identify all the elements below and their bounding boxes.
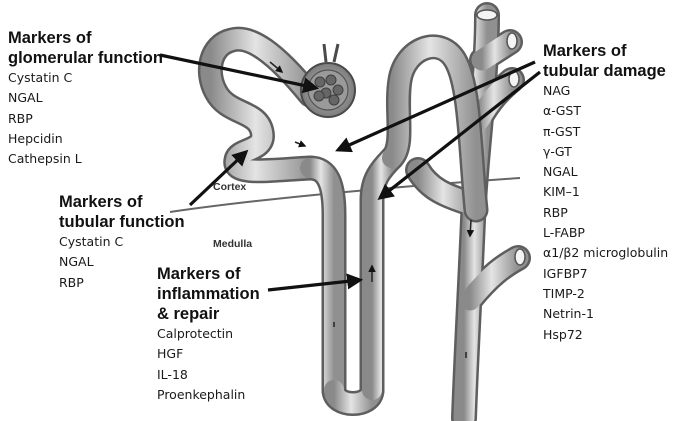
glomerular-marker: RBP [8, 109, 163, 129]
tubular-damage-callout-arrow-1 [338, 62, 535, 150]
inflammation-marker: HGF [157, 344, 260, 364]
glomerular-function-group: Markers of glomerular function Cystatin … [8, 28, 163, 169]
tubular-damage-marker: NAG [543, 81, 668, 101]
inflammation-heading-line-2: inflammation [157, 284, 260, 304]
inflammation-repair-group: Markers of inflammation & repair Calprot… [157, 264, 260, 405]
inflammation-marker: Proenkephalin [157, 385, 260, 405]
tubular-damage-marker: α-GST [543, 101, 668, 121]
glomerular-marker: Cathepsin L [8, 149, 163, 169]
tubular-damage-marker: π-GST [543, 122, 668, 142]
inflammation-heading-line-1: Markers of [157, 264, 260, 284]
tubular-damage-marker: Netrin-1 [543, 304, 668, 324]
tubular-damage-marker: L-FABP [543, 223, 668, 243]
tubular-damage-marker: RBP [543, 203, 668, 223]
tubular-damage-marker: KIM–1 [543, 182, 668, 202]
tubular-damage-marker: α1/β2 microglobulin [543, 243, 668, 263]
tubular-damage-heading-line-2: tubular damage [543, 61, 668, 81]
tubular-function-heading-line-2: tubular function [59, 212, 185, 232]
tubular-function-heading-line-1: Markers of [59, 192, 185, 212]
inflammation-marker: Calprotectin [157, 324, 260, 344]
tubular-damage-marker: NGAL [543, 162, 668, 182]
cortex-label: Cortex [213, 181, 246, 193]
tubular-damage-group: Markers of tubular damage NAG α-GST π-GS… [543, 41, 668, 345]
medulla-label: Medulla [213, 238, 252, 250]
inflammation-heading-line-3: & repair [157, 304, 260, 324]
tubular-function-marker: Cystatin C [59, 232, 185, 252]
glomerular-heading-line-2: glomerular function [8, 48, 163, 68]
glomerular-heading-line-1: Markers of [8, 28, 163, 48]
tubular-damage-heading-line-1: Markers of [543, 41, 668, 61]
glomerular-marker: Hepcidin [8, 129, 163, 149]
tubular-damage-marker: TIMP-2 [543, 284, 668, 304]
glomerulus [301, 44, 355, 117]
inflammation-marker: IL-18 [157, 365, 260, 385]
tubular-damage-marker: Hsp72 [543, 325, 668, 345]
tubular-damage-marker: γ-GT [543, 142, 668, 162]
glomerular-marker: NGAL [8, 88, 163, 108]
tubular-damage-marker: IGFBP7 [543, 264, 668, 284]
glomerular-marker: Cystatin C [8, 68, 163, 88]
